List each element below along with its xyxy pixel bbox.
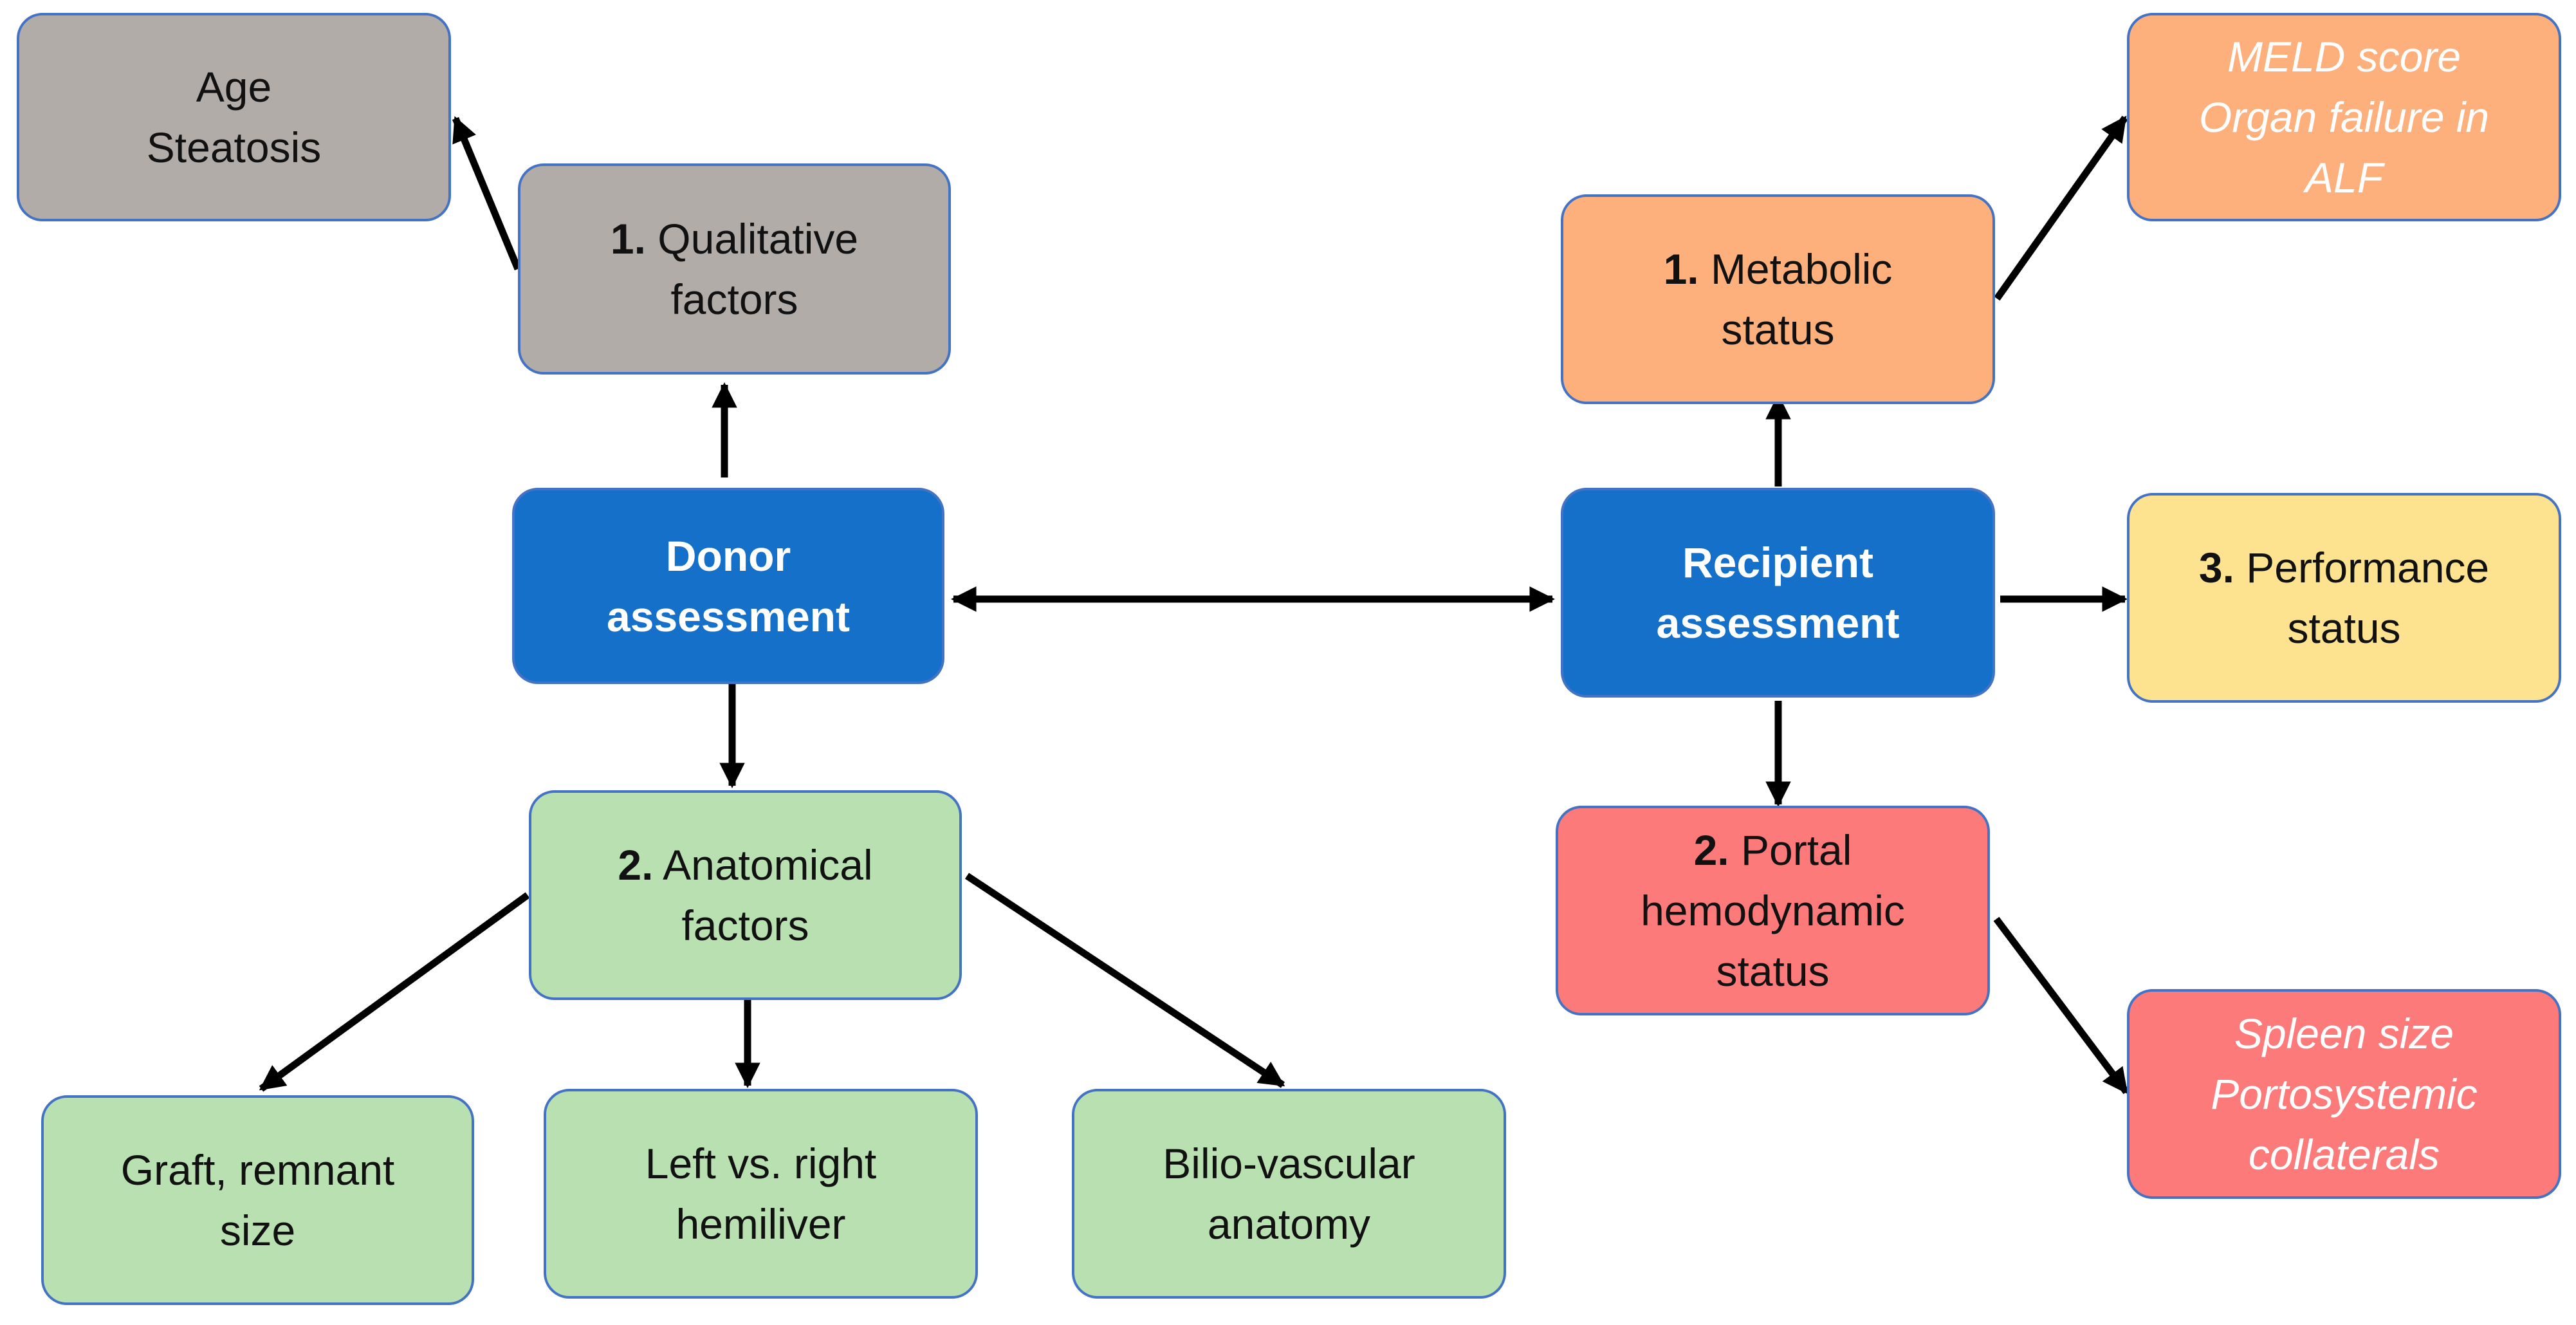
metabolic-details-box: MELD score Organ failure in ALF [2127, 13, 2561, 221]
hemiliver-line1: Left vs. right [645, 1140, 877, 1187]
qualitative-line1: Qualitative [658, 215, 859, 263]
portal-hemodynamic-status-box: 2. Portal hemodynamic status [1556, 806, 1990, 1015]
metabolic-details-line3: ALF [2305, 154, 2384, 201]
portal-details-line3: collaterals [2248, 1131, 2440, 1178]
performance-status-box: 3. Performance status [2127, 493, 2561, 703]
anatomical-line1: Anatomical [663, 841, 873, 889]
recipient-assessment-line2: assessment [1656, 599, 1900, 647]
portal-number: 2. [1693, 826, 1729, 874]
portal-line1: Portal [1740, 826, 1852, 874]
biliovascular-line2: anatomy [1207, 1200, 1371, 1248]
portal-details-line2: Portosystemic [2211, 1070, 2478, 1118]
hemiliver-box: Left vs. right hemiliver [544, 1089, 978, 1299]
biliovascular-anatomy-box: Bilio-vascular anatomy [1072, 1089, 1506, 1299]
arrow-portal-to-details [1993, 916, 2130, 1095]
metabolic-status-box: 1. Metabolic status [1561, 194, 1995, 404]
portal-line2: hemodynamic [1641, 887, 1905, 934]
portal-details-line1: Spleen size [2234, 1010, 2454, 1057]
donor-assessment-line2: assessment [607, 592, 850, 640]
arrow-qualitative-to-details [452, 116, 522, 271]
recipient-assessment-line1: Recipient [1682, 539, 1874, 586]
performance-line2: status [2287, 604, 2401, 652]
metabolic-number: 1. [1663, 245, 1699, 293]
graft-remnant-size-box: Graft, remnant size [41, 1095, 474, 1305]
qualitative-factors-box: 1. Qualitative factors [518, 163, 951, 375]
donor-assessment-line1: Donor [665, 532, 791, 580]
qualitative-details-line2: Steatosis [146, 124, 322, 171]
anatomical-line2: factors [681, 902, 809, 949]
arrow-metabolic-to-details [1994, 115, 2128, 301]
metabolic-details-line2: Organ failure in [2198, 93, 2490, 141]
metabolic-line1: Metabolic [1710, 245, 1893, 293]
qualitative-details-line1: Age [196, 63, 272, 111]
recipient-assessment-box: Recipient assessment [1561, 488, 1995, 698]
qualitative-details-box: Age Steatosis [17, 13, 451, 221]
arrow-anatomical-to-biliovascular [964, 873, 1285, 1088]
anatomical-factors-box: 2. Anatomical factors [529, 790, 962, 1000]
performance-number: 3. [2198, 544, 2234, 591]
portal-details-box: Spleen size Portosystemic collaterals [2127, 989, 2561, 1199]
donor-assessment-box: Donor assessment [512, 488, 944, 684]
graft-size-line1: Graft, remnant [120, 1146, 395, 1194]
anatomical-number: 2. [618, 841, 654, 889]
metabolic-line2: status [1721, 306, 1835, 353]
arrow-anatomical-to-graft [259, 892, 530, 1092]
qualitative-line2: factors [670, 275, 798, 323]
qualitative-number: 1. [610, 215, 646, 263]
portal-line3: status [1716, 947, 1830, 995]
metabolic-details-line1: MELD score [2227, 33, 2461, 80]
performance-line1: Performance [2246, 544, 2490, 591]
hemiliver-line2: hemiliver [676, 1200, 846, 1248]
graft-size-line2: size [219, 1207, 296, 1254]
biliovascular-line1: Bilio-vascular [1163, 1140, 1415, 1187]
